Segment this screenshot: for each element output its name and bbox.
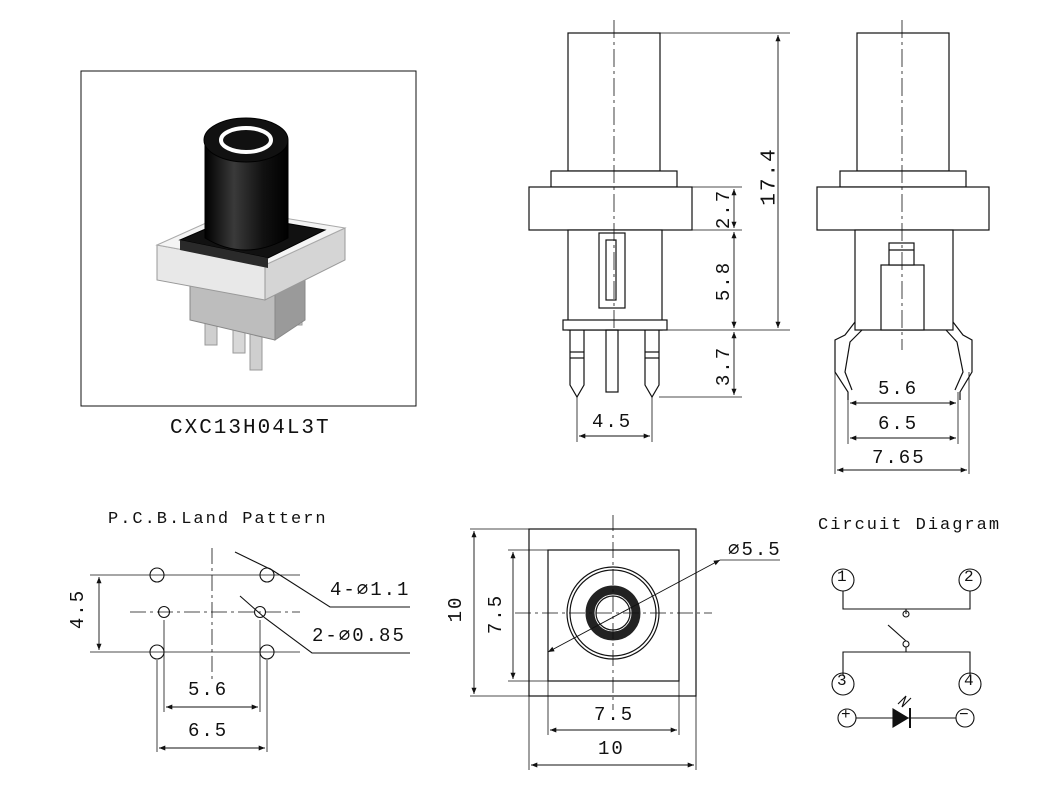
dim-top-outer-h: 10 (598, 738, 625, 760)
side-collar (528, 186, 693, 231)
pin-1-label: 1 (837, 568, 847, 586)
dim-front-mid: 6.5 (878, 413, 919, 435)
dim-total-height: 17.4 (758, 147, 782, 206)
pin-3-label: 3 (837, 672, 847, 690)
product-photo (80, 70, 417, 407)
dim-top-inner-v: 7.5 (485, 593, 507, 635)
top-view (470, 515, 780, 770)
dim-ring-diameter: ∅5.5 (728, 539, 782, 561)
dim-front-outer: 7.65 (872, 447, 926, 469)
dim-body-height: 5.8 (713, 260, 735, 302)
pad-small (157, 605, 171, 619)
dim-front-inner: 5.6 (878, 378, 919, 400)
led-cathode-label: − (959, 706, 969, 724)
pcb-title: P.C.B.Land Pattern (108, 510, 328, 529)
pad-large (149, 567, 165, 583)
dim-top-inner-h: 7.5 (594, 704, 635, 726)
pin-4-label: 4 (964, 672, 974, 690)
pcb-dim-outer: 6.5 (188, 720, 229, 742)
product-caption: CXC13H04L3T (170, 417, 331, 440)
front-view (816, 20, 990, 474)
pin-2-label: 2 (964, 568, 974, 586)
dim-collar-height: 2.7 (713, 188, 735, 230)
circuit-diagram (831, 568, 982, 728)
side-view (528, 20, 790, 442)
pcb-holes-small: 2-∅0.85 (312, 625, 406, 647)
pcb-dim-height: 4.5 (67, 588, 89, 630)
outer-square (528, 528, 697, 697)
dim-top-outer-v: 10 (445, 595, 467, 623)
pcb-land-pattern (90, 548, 410, 752)
pad-small (253, 605, 267, 619)
pcb-dim-inner: 5.6 (188, 679, 229, 701)
led-anode-label: + (841, 706, 851, 724)
pcb-holes-large: 4-∅1.1 (330, 579, 411, 601)
dim-pin-length: 3.7 (713, 345, 735, 387)
circuit-title: Circuit Diagram (818, 516, 1002, 535)
dim-pin-pitch: 4.5 (592, 411, 633, 433)
